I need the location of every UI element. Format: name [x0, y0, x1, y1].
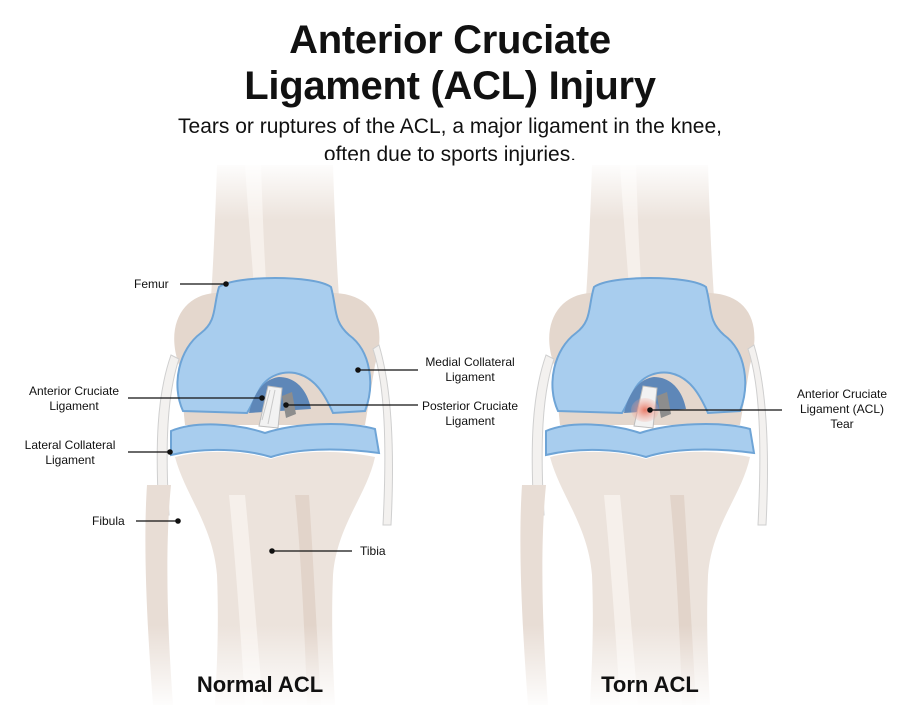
- torn-acl-ligament: [631, 385, 671, 429]
- pcl-label-line2: Ligament: [445, 414, 495, 428]
- acl-tear-label: Anterior Cruciate Ligament (ACL) Tear: [784, 387, 900, 432]
- normal-knee-illustration: [134, 159, 416, 711]
- normal-leader-lines: [128, 281, 418, 554]
- acl-label-line1: Anterior Cruciate: [28, 384, 120, 398]
- lcl-label-line2: Ligament: [45, 453, 95, 467]
- mcl-label-line2: Ligament: [445, 370, 495, 384]
- acl-tear-label-line1: Anterior Cruciate: [796, 387, 888, 401]
- femur-label: Femur: [134, 277, 169, 291]
- torn-knee-illustration: [509, 159, 791, 711]
- page-title-line2: Ligament (ACL) Injury: [244, 64, 656, 108]
- acl-tear-label-line3: Tear: [830, 417, 854, 431]
- pcl-label: Posterior Cruciate Ligament: [408, 399, 532, 429]
- mcl-label-line1: Medial Collateral: [425, 355, 515, 369]
- tibia-label: Tibia: [360, 544, 386, 558]
- acl-label: Anterior Cruciate Ligament: [18, 384, 130, 414]
- subtitle-line1: Tears or ruptures of the ACL, a major li…: [178, 115, 722, 138]
- acl-label-line2: Ligament: [49, 399, 99, 413]
- torn-acl-caption: Torn ACL: [601, 672, 699, 697]
- mcl-label: Medial Collateral Ligament: [408, 355, 532, 385]
- normal-acl-caption: Normal ACL: [196, 672, 324, 697]
- fibula-label: Fibula: [92, 514, 125, 528]
- page-title-line1: Anterior Cruciate: [289, 18, 611, 62]
- acl-tear-highlight: [631, 398, 659, 422]
- subtitle-line2: often due to sports injuries.: [323, 143, 577, 166]
- lcl-label-line1: Lateral Collateral: [24, 438, 116, 452]
- normal-acl-ligament: [258, 385, 283, 429]
- acl-tear-label-line2: Ligament (ACL): [799, 402, 885, 416]
- lcl-label: Lateral Collateral Ligament: [14, 438, 126, 468]
- torn-leader-line: [647, 407, 782, 413]
- pcl-label-line1: Posterior Cruciate: [421, 399, 519, 413]
